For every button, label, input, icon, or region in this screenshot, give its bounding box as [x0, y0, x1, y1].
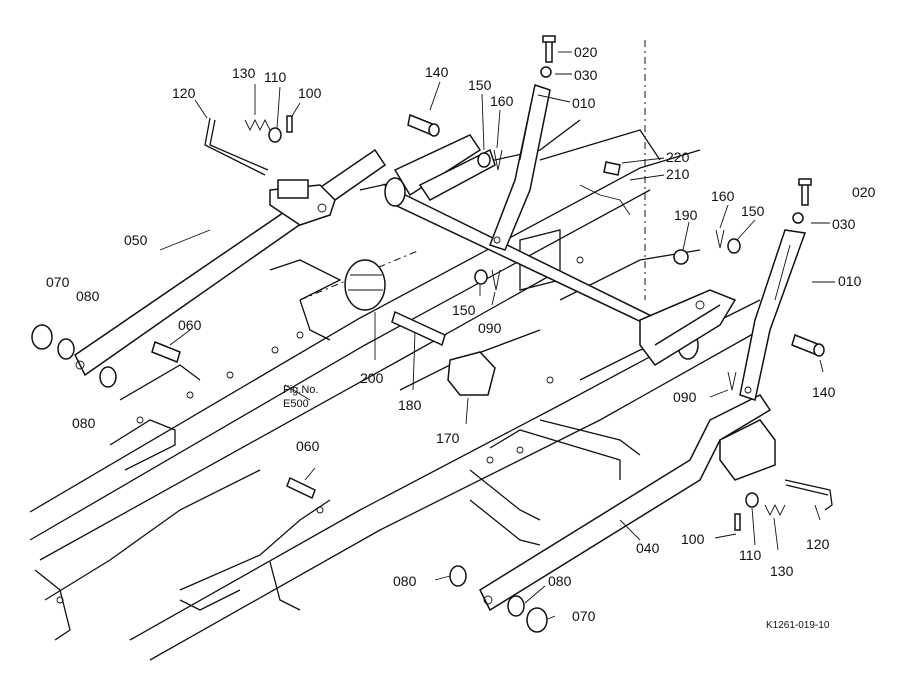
label-080: 080 — [76, 288, 100, 304]
pin-120-right — [784, 479, 833, 511]
label-080: 080 — [72, 415, 96, 431]
label-010: 010 — [838, 273, 862, 289]
label-140: 140 — [425, 64, 449, 80]
label-210: 210 — [666, 166, 690, 182]
nut-030-left — [540, 66, 552, 78]
part-labels: 020 030 010 140 150 160 130 110 100 120 … — [46, 44, 876, 624]
cotter-090-b — [727, 371, 737, 391]
label-110: 110 — [264, 69, 287, 85]
cotter-090-a — [491, 269, 501, 291]
pin-100-left — [286, 115, 293, 133]
label-030: 030 — [832, 216, 856, 232]
spring-130-left — [244, 118, 271, 132]
washer-150-c — [727, 238, 741, 254]
arm-010-left — [489, 84, 551, 251]
washer-080-c — [449, 565, 467, 587]
washer-150-b — [474, 269, 488, 285]
cross-shaft — [383, 134, 737, 366]
pin-140-right — [791, 333, 825, 357]
washer-150-a — [477, 152, 491, 168]
label-190: 190 — [674, 207, 698, 223]
label-150: 150 — [452, 302, 476, 318]
fig-ref-line1: Fig.No. — [283, 384, 318, 396]
cotter-160-a — [493, 149, 503, 171]
spring-130-right — [764, 503, 786, 517]
leader-lines — [159, 51, 835, 620]
bolt-060-left — [151, 340, 181, 364]
label-150: 150 — [741, 203, 765, 219]
pin-100-right — [734, 513, 741, 531]
label-030: 030 — [574, 67, 598, 83]
washer-080-b — [99, 366, 117, 388]
label-130: 130 — [770, 563, 794, 579]
fig-ref-line2: E500 — [283, 398, 309, 410]
label-160: 160 — [711, 188, 735, 204]
label-070: 070 — [46, 274, 70, 290]
label-100: 100 — [298, 85, 322, 101]
label-180: 180 — [398, 397, 422, 413]
label-020: 020 — [852, 184, 876, 200]
label-130: 130 — [232, 65, 256, 81]
bolt-020-left — [542, 35, 556, 63]
shaft-180 — [391, 310, 446, 347]
label-200: 200 — [360, 370, 384, 386]
label-040: 040 — [636, 540, 660, 556]
arm-010-right — [739, 229, 807, 401]
figure-reference: Fig.No. E500 — [283, 384, 318, 410]
label-070: 070 — [572, 608, 596, 624]
label-120: 120 — [806, 536, 830, 552]
nut-070-left — [31, 324, 53, 350]
label-060: 060 — [296, 438, 320, 454]
label-120: 120 — [172, 85, 196, 101]
nut-030-right — [792, 212, 804, 224]
label-140: 140 — [812, 384, 836, 400]
knob-200 — [344, 259, 386, 311]
label-080: 080 — [548, 573, 572, 589]
label-110: 110 — [739, 547, 762, 563]
label-220: 220 — [666, 149, 690, 165]
label-170: 170 — [436, 430, 460, 446]
drawing-code: K1261-019-10 — [766, 620, 830, 631]
label-080: 080 — [393, 573, 417, 589]
bolt-020-right — [798, 178, 812, 206]
cotter-160-b — [715, 229, 725, 249]
nut-070-right — [526, 607, 548, 633]
bolt-220 — [603, 161, 621, 176]
label-010: 010 — [572, 95, 596, 111]
nut-190 — [673, 249, 689, 265]
label-150: 150 — [468, 77, 492, 93]
label-100: 100 — [681, 531, 705, 547]
ratchet-170 — [447, 351, 496, 396]
label-090: 090 — [673, 389, 697, 405]
washer-110-left — [268, 127, 282, 143]
washer-080-d — [507, 595, 525, 617]
link-050 — [74, 148, 387, 377]
label-060: 060 — [178, 317, 202, 333]
label-050: 050 — [124, 232, 148, 248]
label-160: 160 — [490, 93, 514, 109]
pin-120-left — [204, 117, 269, 176]
pin-140-left — [407, 113, 440, 137]
washer-110-right — [745, 492, 759, 508]
spring-210 — [579, 184, 631, 216]
link-040 — [479, 394, 776, 612]
bolt-060-right — [286, 476, 316, 500]
label-090: 090 — [478, 320, 502, 336]
label-020: 020 — [574, 44, 598, 60]
washer-080-a — [57, 338, 75, 360]
